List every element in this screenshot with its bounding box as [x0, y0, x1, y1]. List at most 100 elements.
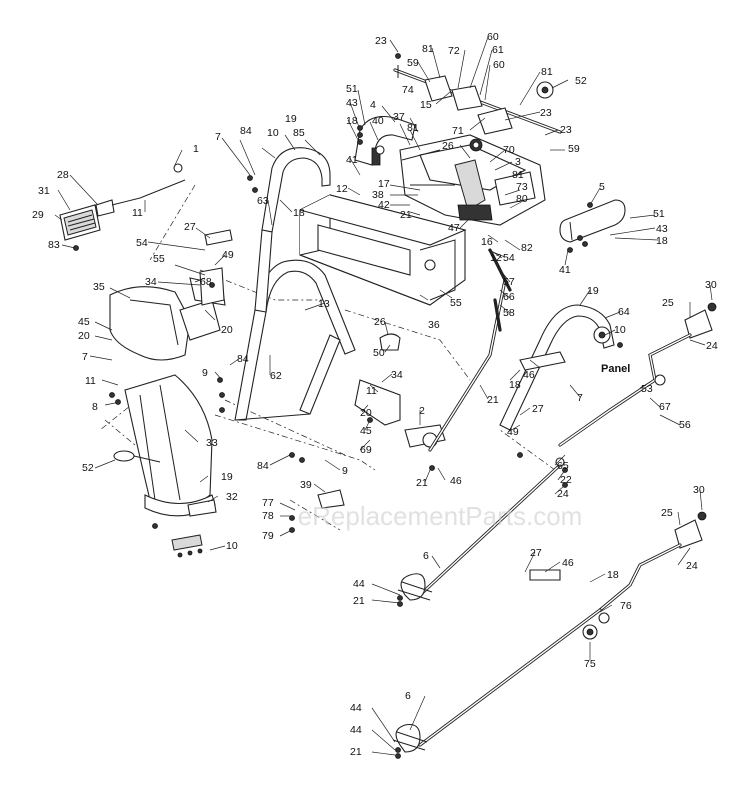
callout-21: 21	[416, 477, 428, 489]
callout-20: 20	[221, 324, 233, 336]
callout-34: 34	[391, 369, 403, 381]
callout-75: 75	[584, 658, 596, 670]
callout-24: 24	[706, 340, 718, 352]
callout-7: 7	[215, 131, 221, 143]
callout-71: 71	[452, 125, 464, 137]
callout-1: 1	[193, 143, 199, 155]
watermark-text: eReplacementParts.com	[298, 501, 583, 531]
callout-21: 21	[400, 209, 412, 221]
callout-20: 20	[78, 330, 90, 342]
crank-assembly-lower	[529, 511, 707, 640]
callout-55: 55	[450, 297, 462, 309]
callout-15: 15	[420, 99, 432, 111]
callout-23: 23	[560, 124, 572, 136]
callout-23: 23	[540, 107, 552, 119]
callout-66: 66	[503, 291, 515, 303]
callout-27: 27	[184, 221, 196, 233]
callout-64: 64	[618, 306, 630, 318]
callout-83: 83	[48, 239, 60, 251]
callout-35: 35	[93, 281, 105, 293]
callout-79: 79	[262, 530, 274, 542]
callout-7: 7	[82, 351, 88, 363]
callout-81: 81	[422, 43, 434, 55]
callout-82: 82	[521, 242, 533, 254]
callout-30: 30	[693, 484, 705, 496]
callout-27: 27	[530, 547, 542, 559]
callout-3: 3	[515, 156, 521, 168]
upper-handle-assembly	[354, 115, 416, 166]
callout-54: 54	[136, 237, 148, 249]
callout-33: 33	[206, 437, 218, 449]
callout-54: 54	[503, 252, 515, 264]
callout-60: 60	[493, 59, 505, 71]
callout-19: 19	[221, 471, 233, 483]
callout-29: 29	[32, 209, 44, 221]
callout-10: 10	[614, 324, 626, 336]
callout-5: 5	[599, 181, 605, 193]
callout-47: 47	[448, 222, 460, 234]
callout-85: 85	[293, 127, 305, 139]
callout-63: 63	[257, 195, 269, 207]
callout-32: 32	[226, 491, 238, 503]
callout-56: 56	[679, 419, 691, 431]
callout-2: 2	[419, 405, 425, 417]
discharge-chute	[109, 277, 226, 517]
callout-59: 59	[407, 57, 419, 69]
callout-9: 9	[342, 465, 348, 477]
chute-crank-shaft-lower	[392, 608, 602, 753]
callout-60: 60	[487, 31, 499, 43]
panel-label: Panel	[601, 363, 630, 375]
callout-11: 11	[132, 207, 143, 219]
callout-21: 21	[353, 595, 365, 607]
callout-8: 8	[92, 401, 98, 413]
callout-37: 37	[393, 111, 405, 123]
callout-84: 84	[237, 353, 249, 365]
callout-43: 43	[656, 223, 668, 235]
callout-53: 53	[641, 383, 653, 395]
callout-16: 16	[481, 236, 493, 248]
callout-78: 78	[262, 510, 274, 522]
callout-67: 67	[659, 401, 671, 413]
callout-45: 45	[78, 316, 90, 328]
callout-80: 80	[516, 193, 528, 205]
callout-46: 46	[523, 369, 535, 381]
callout-57: 57	[503, 276, 515, 288]
callout-12: 12	[336, 183, 348, 195]
callout-11: 11	[85, 375, 96, 387]
callout-7: 7	[577, 392, 583, 404]
clip-39	[317, 489, 345, 509]
callout-51: 51	[346, 83, 358, 95]
callout-44: 44	[350, 724, 362, 736]
callout-52: 52	[82, 462, 94, 474]
callout-42: 42	[378, 199, 390, 211]
callout-81: 81	[407, 122, 419, 134]
callout-18: 18	[346, 115, 358, 127]
callout-61: 61	[492, 44, 504, 56]
callout-81: 81	[541, 66, 553, 78]
callout-leaders	[54, 36, 713, 756]
callout-27: 27	[532, 403, 544, 415]
callout-24: 24	[686, 560, 698, 572]
callout-18: 18	[656, 235, 668, 247]
callout-73: 73	[516, 181, 528, 193]
callout-6: 6	[405, 690, 411, 702]
callout-22: 22	[560, 474, 572, 486]
callout-34: 34	[145, 276, 157, 288]
right-hand-grip	[559, 199, 626, 243]
callout-46: 46	[450, 475, 462, 487]
callout-74: 74	[402, 84, 414, 96]
callout-77: 77	[262, 497, 274, 509]
chute-crank-shaft-upper	[397, 457, 565, 601]
callout-9: 9	[202, 367, 208, 379]
callout-18: 18	[293, 207, 305, 219]
callout-52: 52	[575, 75, 587, 87]
callout-70: 70	[503, 144, 515, 156]
callout-11: 11	[366, 385, 377, 397]
right-handle	[499, 304, 615, 431]
callout-84: 84	[257, 460, 269, 472]
callout-62: 62	[270, 370, 282, 382]
callout-59: 59	[568, 143, 580, 155]
callout-36: 36	[428, 319, 440, 331]
